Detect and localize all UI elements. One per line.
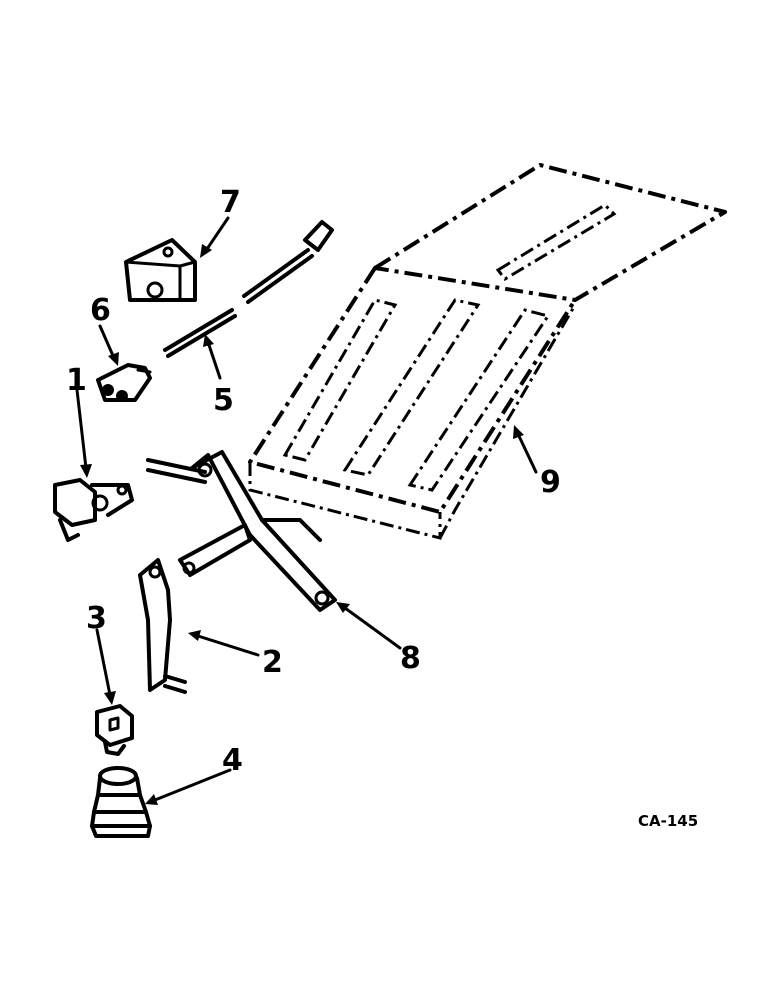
part-7-block (124, 238, 197, 302)
callout-1: 1 (66, 363, 87, 398)
part-5-rod (163, 220, 334, 358)
drawing-code: CA-145 (638, 812, 698, 830)
callout-7: 7 (220, 185, 241, 220)
callout-6: 6 (90, 293, 111, 328)
callout-8: 8 (400, 641, 421, 676)
callout-9: 9 (540, 465, 561, 500)
part-3-fitting (95, 704, 134, 756)
callout-5: 5 (213, 383, 234, 418)
callout-2: 2 (262, 645, 283, 680)
leader-arrows (75, 216, 538, 805)
part-9-pedal-plate (248, 163, 727, 540)
part-6-connector (96, 363, 152, 402)
callout-4: 4 (222, 743, 243, 778)
part-8-pedal-arm (146, 450, 337, 612)
callout-3: 3 (86, 601, 107, 636)
part-4-boot (90, 766, 152, 838)
part-2-lever (138, 558, 187, 694)
part-1-bracket (53, 478, 134, 542)
